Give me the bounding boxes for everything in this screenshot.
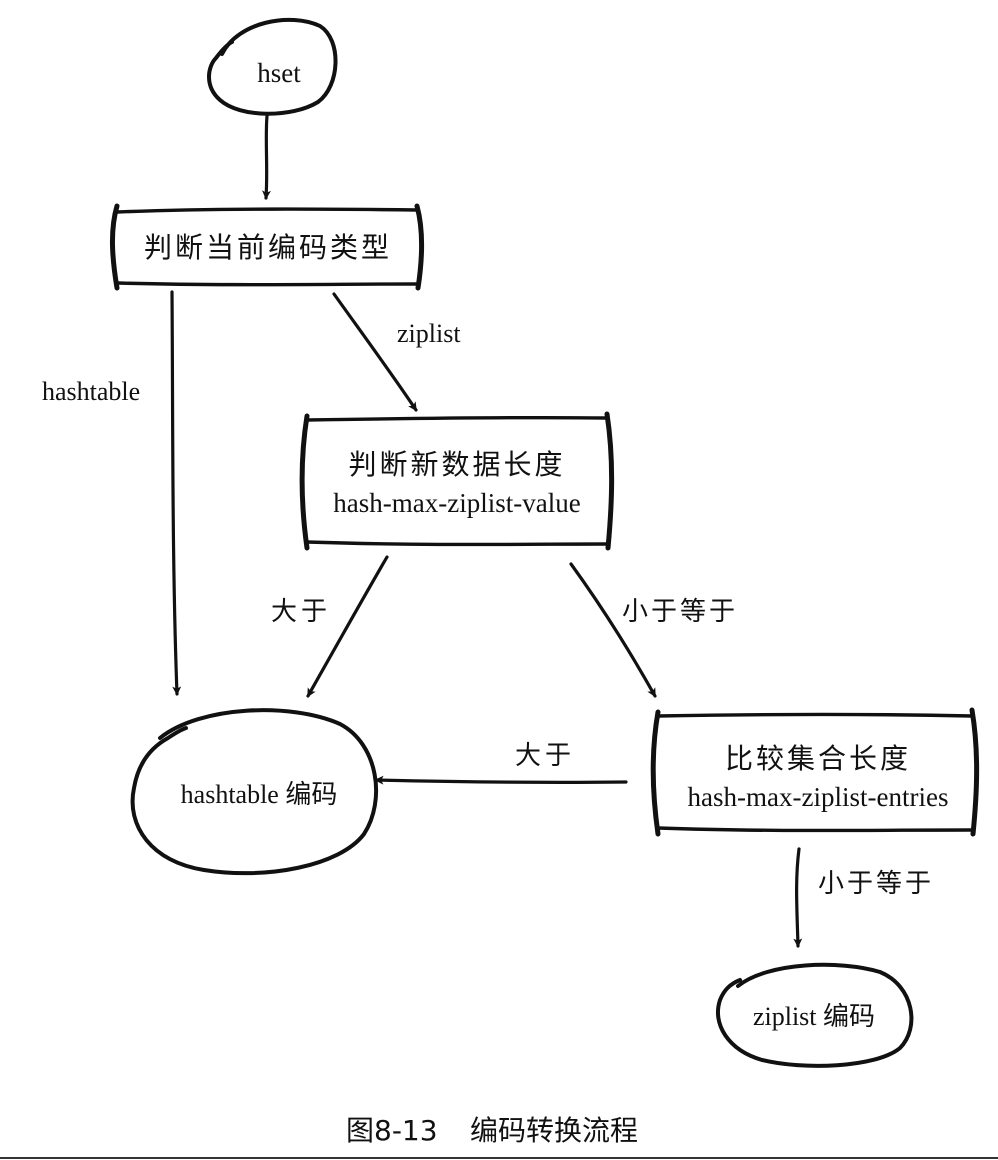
node-hset: hset <box>207 17 338 116</box>
edge-label-value-less-equal: 小于等于 <box>622 597 738 627</box>
edge-label-ziplist: ziplist <box>397 319 461 348</box>
node-hashtable-encoding-label: hashtable 编码 <box>181 780 338 809</box>
node-check-value-length-line2: hash-max-ziplist-value <box>333 488 580 518</box>
edge-label-entries-less-equal: 小于等于 <box>818 869 934 899</box>
figure-number: 图8-13 <box>346 1114 438 1147</box>
node-hset-label: hset <box>257 58 301 88</box>
node-compare-entries-line2: hash-max-ziplist-entries <box>688 782 949 812</box>
figure-caption: 图8-13 编码转换流程 <box>346 1114 638 1147</box>
arrow-value-less-equal <box>569 562 657 698</box>
node-ziplist-encoding: ziplist 编码 <box>716 962 914 1068</box>
arrow-entries-less-equal <box>793 847 803 948</box>
node-hashtable-encoding: hashtable 编码 <box>130 708 378 876</box>
arrow-hset-to-check <box>262 114 271 200</box>
node-check-encoding: 判断当前编码类型 <box>110 203 425 291</box>
node-check-value-length: 判断新数据长度 hash-max-ziplist-value <box>299 411 615 551</box>
arrow-value-greater <box>306 555 389 698</box>
node-compare-entries-line1: 比较集合长度 <box>725 742 911 775</box>
node-check-encoding-label: 判断当前编码类型 <box>144 231 392 264</box>
figure-title: 编码转换流程 <box>470 1114 638 1147</box>
node-ziplist-encoding-label: ziplist 编码 <box>753 1002 875 1031</box>
node-compare-entries: 比较集合长度 hash-max-ziplist-entries <box>650 707 980 837</box>
edge-label-hashtable: hashtable <box>42 377 140 406</box>
arrow-hashtable-branch <box>170 290 182 696</box>
edge-label-entries-greater: 大于 <box>515 741 575 771</box>
node-check-value-length-line1: 判断新数据长度 <box>348 448 565 481</box>
edge-label-value-greater: 大于 <box>271 597 331 627</box>
arrow-entries-greater <box>374 775 628 785</box>
arrow-ziplist-branch <box>332 292 418 412</box>
